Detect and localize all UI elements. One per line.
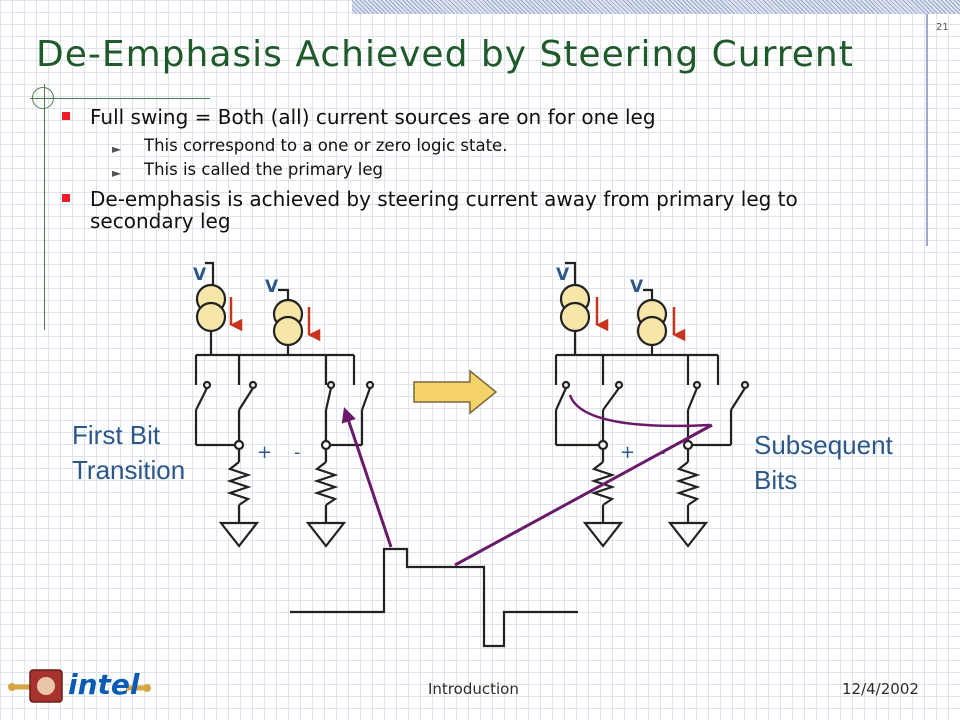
- plus-label: +: [257, 442, 272, 463]
- decorative-circle: [32, 87, 54, 109]
- slide-number: 21: [936, 22, 949, 33]
- logo-graphic: [8, 669, 151, 703]
- sub-bullet-text: This correspond to a one or zero logic s…: [144, 136, 508, 155]
- steering-curve: [568, 394, 711, 428]
- sub-bullet-text: This is called the primary leg: [144, 160, 383, 179]
- top-pattern-band: [352, 0, 960, 14]
- sub-bullet-item: ► This is called the primary leg: [62, 158, 902, 182]
- slide-title: De-Emphasis Achieved by Steering Current: [36, 34, 854, 75]
- pointer-subsequent-bits: [454, 423, 713, 567]
- subsequent-bits-caption: Subsequent Bits: [754, 428, 893, 498]
- pointer-first-bit: [341, 407, 393, 548]
- sub-bullet-item: ► This correspond to a one or zero logic…: [62, 134, 902, 158]
- bullet-text: De-emphasis is achieved by steering curr…: [90, 187, 798, 233]
- bullet-square-icon: [62, 112, 70, 120]
- footer-section: Introduction: [428, 680, 519, 698]
- right-driver-circuit: [554, 261, 750, 548]
- supply-label: V: [556, 265, 570, 285]
- bullet-item: Full swing = Both (all) current sources …: [62, 106, 902, 128]
- bullet-list: Full swing = Both (all) current sources …: [62, 106, 902, 232]
- supply-label: V: [265, 277, 279, 297]
- transition-arrow: [413, 369, 498, 415]
- bullet-text: Full swing = Both (all) current sources …: [90, 105, 656, 129]
- sub-bullet-icon: ►: [112, 166, 122, 180]
- caption-line: Transition: [72, 455, 186, 485]
- decorative-rule: [30, 98, 210, 99]
- supply-label: V: [193, 265, 207, 285]
- footer-date: 12/4/2002: [842, 680, 919, 698]
- minus-label: -: [294, 442, 301, 463]
- bullet-square-icon: [62, 194, 70, 202]
- caption-line: First Bit: [72, 420, 161, 450]
- plus-label: +: [620, 442, 635, 463]
- supply-label: V: [630, 277, 644, 297]
- first-bit-caption: First Bit Transition: [72, 418, 185, 488]
- left-driver-circuit: [194, 261, 375, 548]
- waveform: [290, 547, 578, 648]
- intel-logo: intel: [6, 664, 154, 710]
- logo-text: intel: [68, 668, 140, 701]
- right-edge-rule: [926, 14, 928, 246]
- sub-bullet-icon: ►: [112, 142, 122, 156]
- caption-line: Subsequent: [754, 430, 893, 460]
- caption-line: Bits: [754, 465, 798, 495]
- bullet-item: De-emphasis is achieved by steering curr…: [62, 188, 902, 232]
- decorative-vertical-rule: [44, 84, 45, 330]
